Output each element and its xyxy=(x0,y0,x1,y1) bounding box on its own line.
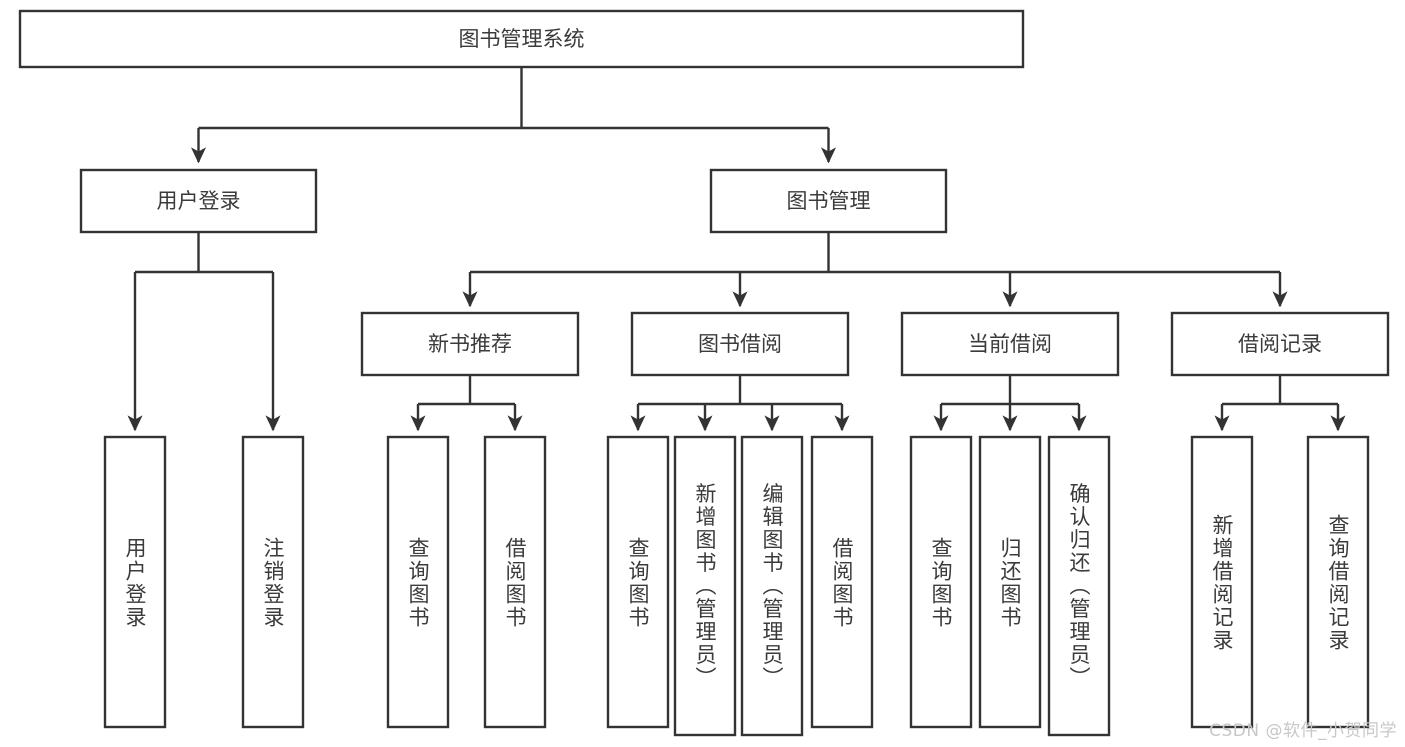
connector-group-book-manage xyxy=(462,232,1288,308)
connector-group-user-login xyxy=(127,232,281,432)
leaf-borrow-do-box xyxy=(810,435,874,729)
leaf-borrow-add-label: 新增图书（管理员） xyxy=(693,483,717,690)
node-book-borrow[interactable]: 图书借阅 xyxy=(630,311,850,377)
connector-group-root xyxy=(190,67,837,164)
leaf-node[interactable]: 查询图书 xyxy=(606,435,670,729)
node-book-manage-box xyxy=(709,168,948,234)
connector-group-new-book xyxy=(410,375,523,432)
node-current-borrow[interactable]: 当前借阅 xyxy=(900,311,1120,377)
node-new-book-recommend[interactable]: 新书推荐 xyxy=(360,311,580,377)
leaf-node[interactable]: 注销登录 xyxy=(241,435,305,729)
leaf-node[interactable]: 借阅图书 xyxy=(810,435,874,729)
leaf-borrow-query-box xyxy=(606,435,670,729)
leaf-node[interactable]: 编辑图书（管理员） xyxy=(740,435,804,737)
leaf-node[interactable]: 归还图书 xyxy=(978,435,1042,729)
leaf-record-query-label: 查询借阅记录 xyxy=(1326,514,1350,652)
leaf-borrow-do-label: 借阅图书 xyxy=(830,537,854,629)
leaf-node[interactable]: 确认归还（管理员） xyxy=(1047,435,1111,737)
leaf-node[interactable]: 查询图书 xyxy=(909,435,973,729)
leaf-user-login-box xyxy=(103,435,167,729)
leaf-user-login-label: 用户登录 xyxy=(123,537,147,629)
leaf-current-return-label: 归还图书 xyxy=(998,537,1022,629)
node-book-borrow-label: 图书借阅 xyxy=(698,332,782,356)
node-root-box xyxy=(18,9,1025,69)
node-root-system[interactable]: 图书管理系统 xyxy=(18,9,1025,69)
leaf-newbook-query-box xyxy=(386,435,450,729)
leaf-logout-box xyxy=(241,435,305,729)
node-user-login-label: 用户登录 xyxy=(157,189,241,213)
node-user-login[interactable]: 用户登录 xyxy=(79,168,318,234)
leaf-borrow-query-label: 查询图书 xyxy=(626,537,650,629)
leaf-record-add-box xyxy=(1190,435,1254,729)
node-book-borrow-box xyxy=(630,311,850,377)
leaf-node[interactable]: 新增借阅记录 xyxy=(1190,435,1254,729)
leaf-current-confirm-box xyxy=(1047,435,1111,737)
node-new-book-recommend-box xyxy=(360,311,580,377)
leaf-node[interactable]: 新增图书（管理员） xyxy=(673,435,737,737)
leaf-borrow-edit-label: 编辑图书（管理员） xyxy=(760,483,784,690)
leaf-newbook-borrow-label: 借阅图书 xyxy=(503,537,527,629)
node-new-book-recommend-label: 新书推荐 xyxy=(428,332,512,356)
node-current-borrow-box xyxy=(900,311,1120,377)
leaf-current-confirm-label: 确认归还（管理员） xyxy=(1067,483,1091,690)
leaf-node[interactable]: 查询借阅记录 xyxy=(1306,435,1370,729)
connector-group-current-borrow xyxy=(933,375,1087,432)
leaf-newbook-query-label: 查询图书 xyxy=(406,537,430,629)
node-borrow-record[interactable]: 借阅记录 xyxy=(1170,311,1390,377)
node-borrow-record-label: 借阅记录 xyxy=(1238,332,1322,356)
node-borrow-record-box xyxy=(1170,311,1390,377)
connector-group-book-borrow xyxy=(630,375,850,432)
leaf-current-query-label: 查询图书 xyxy=(929,537,953,629)
leaf-logout-label: 注销登录 xyxy=(261,537,285,629)
leaf-borrow-edit-box xyxy=(740,435,804,737)
node-current-borrow-label: 当前借阅 xyxy=(968,332,1052,356)
connector-group-borrow-record xyxy=(1214,375,1346,432)
leaf-current-return-box xyxy=(978,435,1042,729)
leaf-borrow-add-box xyxy=(673,435,737,737)
leaf-record-query-box xyxy=(1306,435,1370,729)
leaf-newbook-borrow-box xyxy=(483,435,547,729)
node-root-label: 图书管理系统 xyxy=(459,27,585,51)
leaf-node[interactable]: 用户登录 xyxy=(103,435,167,729)
leaf-current-query-box xyxy=(909,435,973,729)
node-user-login-box xyxy=(79,168,318,234)
leaf-node[interactable]: 借阅图书 xyxy=(483,435,547,729)
leaf-node[interactable]: 查询图书 xyxy=(386,435,450,729)
node-book-manage[interactable]: 图书管理 xyxy=(709,168,948,234)
node-book-manage-label: 图书管理 xyxy=(787,189,871,213)
leaf-record-add-label: 新增借阅记录 xyxy=(1210,514,1234,652)
